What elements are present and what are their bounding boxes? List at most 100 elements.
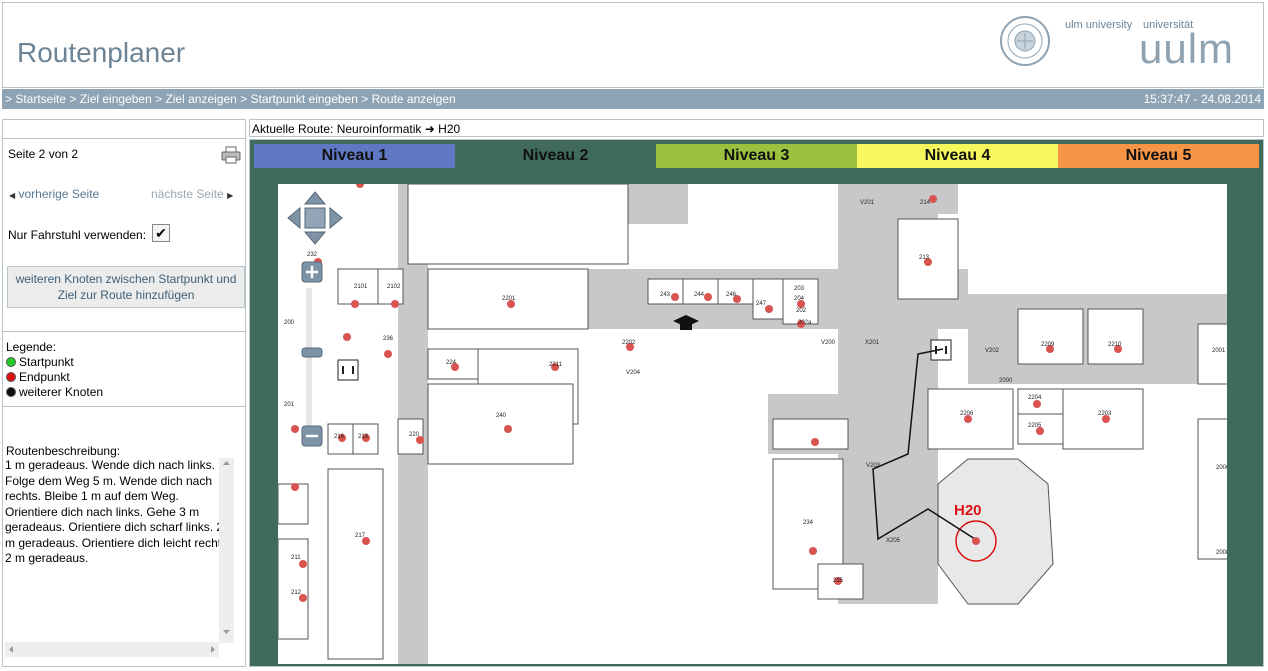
route-label: Aktuelle Route: Neuroinformatik <box>252 122 422 136</box>
previous-page-link[interactable]: ◀ vorherige Seite <box>9 187 100 201</box>
elevator-only-label: Nur Fahrstuhl verwenden: <box>8 228 147 242</box>
svg-text:211: 211 <box>291 555 301 561</box>
svg-text:217: 217 <box>355 533 366 539</box>
svg-text:247: 247 <box>756 301 767 307</box>
room-labels: V201 214 213 2101 2102 2201 243 244 246 … <box>284 200 1227 596</box>
legend-item-start: Startpunkt <box>6 355 74 369</box>
current-route-bar: Aktuelle Route: Neuroinformatik ➜ H20 <box>249 119 1264 137</box>
lecture-hall-h20 <box>937 458 1054 605</box>
vertical-scrollbar[interactable] <box>219 458 234 643</box>
svg-text:218: 218 <box>358 434 369 440</box>
zoom-slider-track[interactable] <box>306 288 312 434</box>
elevator-only-checkbox[interactable]: ✔ <box>152 224 170 242</box>
svg-text:X205: X205 <box>886 538 901 544</box>
svg-text:2008: 2008 <box>1216 550 1227 556</box>
svg-text:246: 246 <box>726 292 737 298</box>
breadcrumb[interactable]: > Startseite > Ziel eingeben > Ziel anze… <box>5 92 456 106</box>
zoom-out-icon[interactable] <box>301 425 323 447</box>
svg-text:220: 220 <box>409 432 420 438</box>
navigation-bar: > Startseite > Ziel eingeben > Ziel anze… <box>2 89 1264 109</box>
legend-item-node: weiterer Knoten <box>6 385 103 399</box>
uulm-logo: uulm <box>1139 25 1235 72</box>
sidebar-top-strip <box>3 120 245 139</box>
scroll-arrows-icon <box>9 646 215 653</box>
svg-text:2206: 2206 <box>960 411 974 417</box>
svg-text:204: 204 <box>794 296 805 302</box>
svg-text:244: 244 <box>694 292 705 298</box>
scroll-arrows-icon <box>223 461 230 634</box>
legend-title: Legende: <box>6 340 57 354</box>
svg-text:V203: V203 <box>866 463 881 469</box>
tab-niveau-5[interactable]: Niveau 5 <box>1058 144 1259 168</box>
svg-text:224: 224 <box>446 360 457 366</box>
svg-text:2202: 2202 <box>622 340 636 346</box>
zoom-in-icon[interactable] <box>301 261 323 283</box>
svg-text:V200: V200 <box>821 340 836 346</box>
logo-text: universität <box>1143 19 1194 31</box>
svg-text:200: 200 <box>284 320 295 326</box>
tab-niveau-4[interactable]: Niveau 4 <box>857 144 1058 168</box>
svg-text:213: 213 <box>919 255 930 261</box>
map-panel: Niveau 1 Niveau 2 Niveau 3 Niveau 4 Nive… <box>249 139 1264 667</box>
graduation-cap-icon <box>673 315 699 330</box>
svg-text:2006: 2006 <box>1216 465 1227 471</box>
svg-text:243: 243 <box>660 292 671 298</box>
university-seal-icon <box>1000 16 1050 66</box>
svg-text:2201: 2201 <box>502 296 516 302</box>
svg-text:2001: 2001 <box>1212 348 1226 354</box>
tab-niveau-2[interactable]: Niveau 2 <box>455 144 656 168</box>
svg-text:2204: 2204 <box>1028 395 1042 401</box>
tab-niveau-1[interactable]: Niveau 1 <box>254 144 455 168</box>
green-dot-icon <box>6 357 16 367</box>
route-description: 1 m geradeaus. Wende dich nach links. Fo… <box>5 458 231 565</box>
rooms <box>278 184 1227 660</box>
svg-text:235: 235 <box>833 578 844 584</box>
svg-text:216: 216 <box>334 434 345 440</box>
zoom-slider-handle[interactable] <box>301 347 323 358</box>
svg-text:201: 201 <box>284 402 295 408</box>
svg-text:202: 202 <box>796 308 807 314</box>
black-dot-icon <box>6 387 16 397</box>
route-line <box>872 348 979 542</box>
svg-text:203: 203 <box>794 286 805 292</box>
svg-text:236: 236 <box>383 336 394 342</box>
svg-text:V201: V201 <box>860 200 875 206</box>
svg-text:214: 214 <box>920 200 931 206</box>
svg-text:202a: 202a <box>798 320 812 326</box>
horizontal-scrollbar[interactable] <box>5 642 219 657</box>
svg-text:2000: 2000 <box>999 378 1013 384</box>
chevron-right-icon: ▶ <box>227 191 234 200</box>
svg-text:232: 232 <box>307 252 318 258</box>
svg-text:2203: 2203 <box>1098 411 1112 417</box>
pan-arrows-icon[interactable] <box>287 191 343 245</box>
chevron-left-icon: ◀ <box>9 191 16 200</box>
svg-text:234: 234 <box>803 520 814 526</box>
level-tabs: Niveau 1 Niveau 2 Niveau 3 Niveau 4 Nive… <box>254 144 1259 168</box>
page-info: Seite 2 von 2 <box>8 147 79 161</box>
tab-niveau-3[interactable]: Niveau 3 <box>656 144 857 168</box>
logo-text: ulm university <box>1065 19 1133 31</box>
floor-plan-svg: H20 V201 214 213 2101 2102 2201 243 244 … <box>278 184 1227 664</box>
header: Routenplaner ulm university universität … <box>2 2 1264 88</box>
svg-text:V202: V202 <box>985 348 1000 354</box>
svg-text:V204: V204 <box>626 370 641 376</box>
floor-map[interactable]: H20 V201 214 213 2101 2102 2201 243 244 … <box>278 184 1227 664</box>
divider <box>3 331 245 332</box>
legend-item-end: Endpunkt <box>6 370 70 384</box>
arrow-right-icon: ➜ <box>424 122 435 136</box>
divider <box>3 406 245 407</box>
route-destination: H20 <box>438 122 461 136</box>
svg-text:2210: 2210 <box>1108 342 1122 348</box>
page-title: Routenplaner <box>17 37 186 68</box>
svg-text:2209: 2209 <box>1041 342 1055 348</box>
checkmark-icon: ✔ <box>155 225 167 241</box>
add-node-button[interactable]: weiteren Knoten zwischen Startpunkt und … <box>7 266 245 308</box>
svg-text:2102: 2102 <box>387 284 401 290</box>
clock: 15:37:47 - 24.08.2014 <box>1143 92 1261 106</box>
svg-text:240: 240 <box>496 413 507 419</box>
svg-text:2101: 2101 <box>354 284 368 290</box>
svg-text:212: 212 <box>291 590 302 596</box>
route-description-title: Routenbeschreibung: <box>6 444 121 458</box>
printer-icon[interactable] <box>221 146 241 164</box>
svg-text:2205: 2205 <box>1028 423 1042 429</box>
